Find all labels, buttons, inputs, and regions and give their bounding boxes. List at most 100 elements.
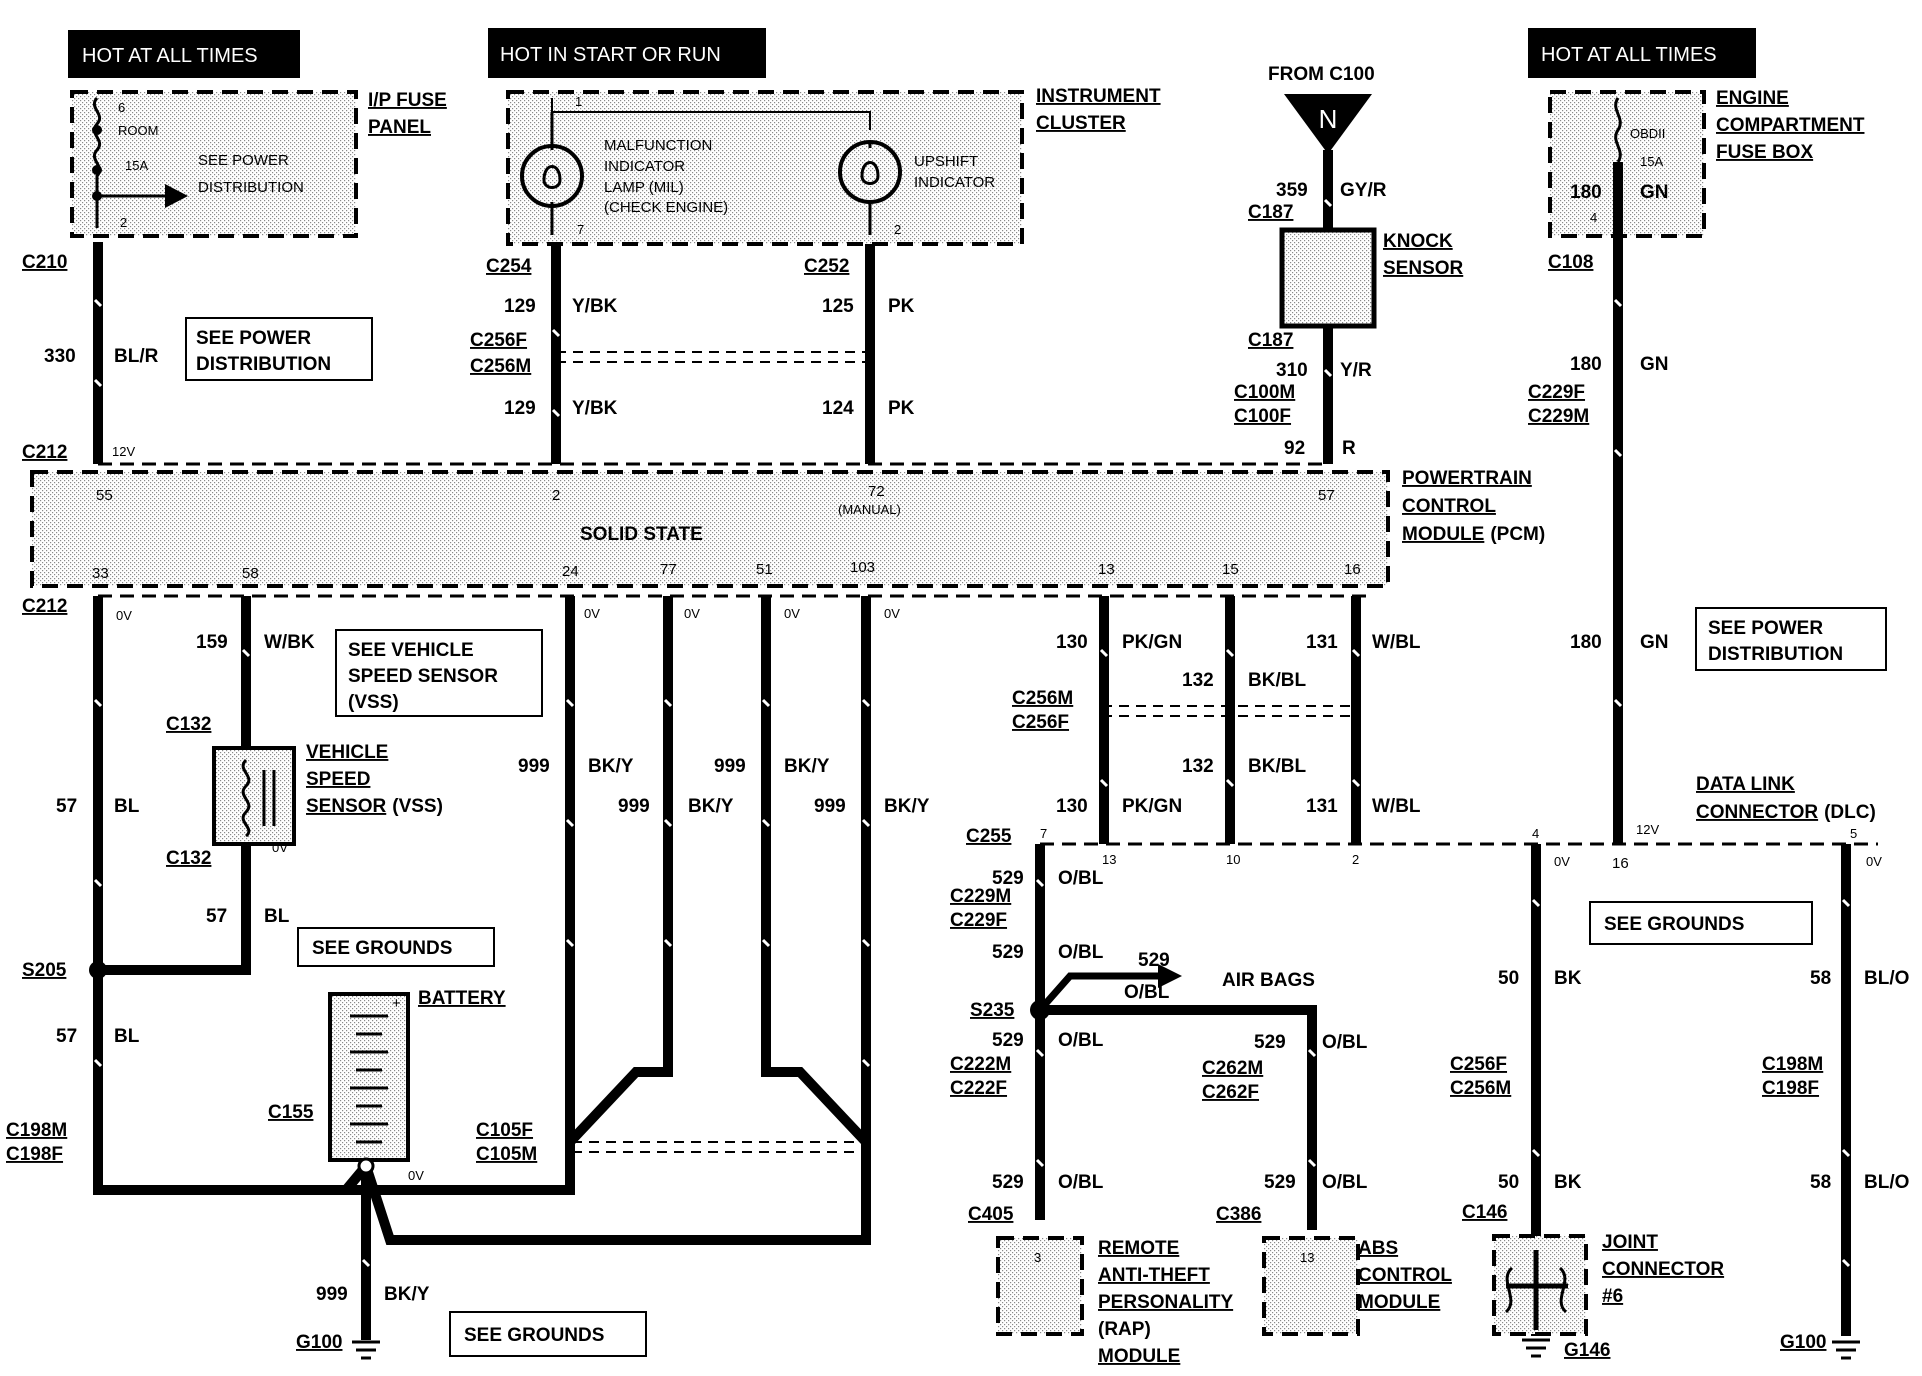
svg-text:PK: PK (888, 296, 915, 317)
svg-text:13: 13 (1098, 561, 1115, 578)
svg-text:N: N (1319, 104, 1338, 134)
svg-text:BK/Y: BK/Y (884, 796, 930, 817)
svg-text:BK/Y: BK/Y (384, 1284, 430, 1305)
svg-text:BL/O: BL/O (1864, 1172, 1909, 1193)
svg-text:R: R (1342, 438, 1356, 459)
svg-text:C198F: C198F (1762, 1078, 1819, 1099)
svg-text:SENSOR: SENSOR (1383, 258, 1464, 279)
svg-text:C229M: C229M (1528, 406, 1589, 427)
svg-text:3: 3 (1034, 1250, 1041, 1265)
air-bags-arrow-icon (1158, 964, 1182, 988)
svg-text:0V: 0V (784, 606, 800, 621)
pin-and-voltage-labels: 7 13 10 2 4 16 5 12V 12V 0V 0V 0V 0V 0V … (112, 444, 1882, 1183)
svg-text:C222F: C222F (950, 1078, 1007, 1099)
svg-text:130: 130 (1056, 796, 1088, 817)
svg-text:DISTRIBUTION: DISTRIBUTION (198, 179, 304, 196)
svg-text:C155: C155 (268, 1102, 314, 1123)
svg-text:BK/BL: BK/BL (1248, 670, 1306, 691)
svg-text:ENGINE: ENGINE (1716, 88, 1789, 109)
wires (93, 150, 1851, 1340)
svg-text:GN: GN (1640, 354, 1669, 375)
svg-text:(RAP): (RAP) (1098, 1319, 1151, 1340)
ground-g100-left-icon (352, 1340, 380, 1360)
abs-control-module: 13 ABS CONTROL MODULE (1262, 1236, 1452, 1336)
svg-text:C198M: C198M (6, 1120, 67, 1141)
svg-text:C198M: C198M (1762, 1054, 1823, 1075)
svg-text:C229F: C229F (1528, 382, 1585, 403)
svg-text:Y/R: Y/R (1340, 360, 1372, 381)
svg-text:58: 58 (1810, 1172, 1831, 1193)
svg-text:C255: C255 (966, 826, 1012, 847)
svg-text:INDICATOR: INDICATOR (914, 174, 995, 191)
svg-text:1: 1 (575, 94, 582, 109)
svg-text:O/BL: O/BL (1058, 942, 1104, 963)
svg-text:C210: C210 (22, 252, 67, 273)
svg-text:(VSS): (VSS) (348, 692, 399, 713)
svg-text:SEE POWER: SEE POWER (1708, 618, 1823, 639)
svg-text:130: 130 (1056, 632, 1088, 653)
svg-text:OBDII: OBDII (1630, 126, 1665, 141)
svg-text:131: 131 (1306, 632, 1338, 653)
svg-text:COMPARTMENT: COMPARTMENT (1716, 115, 1865, 136)
svg-text:58: 58 (242, 565, 259, 582)
svg-text:C256F: C256F (470, 330, 527, 351)
svg-text:132: 132 (1182, 756, 1214, 777)
svg-text:GY/R: GY/R (1340, 180, 1387, 201)
svg-text:103: 103 (850, 559, 875, 576)
svg-text:INDICATOR: INDICATOR (604, 158, 685, 175)
svg-text:51: 51 (756, 561, 773, 578)
svg-text:12V: 12V (112, 444, 135, 459)
svg-text:999: 999 (814, 796, 846, 817)
svg-text:O/BL: O/BL (1124, 982, 1170, 1003)
vehicle-speed-sensor: VEHICLE SPEED SENSOR(VSS) (212, 742, 443, 846)
svg-text:VEHICLE: VEHICLE (306, 742, 388, 763)
svg-text:159: 159 (196, 632, 228, 653)
svg-text:BK/Y: BK/Y (588, 756, 634, 777)
mil-bulb-icon (520, 112, 584, 235)
svg-text:58: 58 (1810, 968, 1831, 989)
hot-at-all-times-right: HOT AT ALL TIMES (1528, 28, 1756, 78)
c256-connector-line (556, 351, 870, 363)
svg-text:2: 2 (1352, 852, 1359, 867)
svg-text:C256M: C256M (470, 356, 531, 377)
svg-text:4: 4 (1590, 210, 1597, 225)
svg-text:50: 50 (1498, 1172, 1519, 1193)
svg-text:C100M: C100M (1234, 382, 1295, 403)
svg-text:O/BL: O/BL (1058, 868, 1104, 889)
svg-text:92: 92 (1284, 438, 1305, 459)
svg-text:15: 15 (1222, 561, 1239, 578)
svg-text:BK: BK (1554, 1172, 1582, 1193)
wire-ticks (93, 198, 1851, 1268)
svg-text:SOLID STATE: SOLID STATE (580, 524, 703, 545)
svg-text:CONTROL: CONTROL (1402, 496, 1496, 517)
svg-text:16: 16 (1344, 561, 1361, 578)
svg-text:S205: S205 (22, 960, 67, 981)
svg-text:SEE POWER: SEE POWER (196, 328, 311, 349)
svg-text:O/BL: O/BL (1322, 1032, 1368, 1053)
svg-text:C187: C187 (1248, 202, 1293, 223)
svg-text:0V: 0V (116, 608, 132, 623)
svg-text:ABS: ABS (1358, 1238, 1398, 1259)
svg-text:310: 310 (1276, 360, 1308, 381)
svg-text:7: 7 (1040, 826, 1047, 841)
svg-text:C146: C146 (1462, 1202, 1507, 1223)
svg-text:7: 7 (577, 222, 584, 237)
svg-text:JOINT: JOINT (1602, 1232, 1658, 1253)
svg-text:PERSONALITY: PERSONALITY (1098, 1292, 1233, 1313)
svg-text:C254: C254 (486, 256, 532, 277)
svg-text:BL/R: BL/R (114, 346, 159, 367)
svg-text:180: 180 (1570, 632, 1602, 653)
joint-connector-6: JOINT CONNECTOR #6 (1492, 1232, 1724, 1336)
svg-text:HOT IN START OR RUN: HOT IN START OR RUN (500, 44, 721, 66)
svg-text:330: 330 (44, 346, 76, 367)
svg-text:C256F: C256F (1012, 712, 1069, 733)
svg-text:SENSOR(VSS): SENSOR(VSS) (306, 796, 443, 817)
svg-text:C222M: C222M (950, 1054, 1011, 1075)
svg-text:KNOCK: KNOCK (1383, 231, 1453, 252)
svg-text:LAMP (MIL): LAMP (MIL) (604, 179, 684, 196)
svg-text:C105M: C105M (476, 1144, 537, 1165)
connector-labels: C210 C212 C212 C254 C252 C256F C256M C18… (6, 202, 1826, 1361)
svg-text:CONNECTOR(DLC): CONNECTOR(DLC) (1696, 802, 1876, 823)
svg-text:UPSHIFT: UPSHIFT (914, 153, 978, 170)
svg-text:DATA LINK: DATA LINK (1696, 774, 1795, 795)
